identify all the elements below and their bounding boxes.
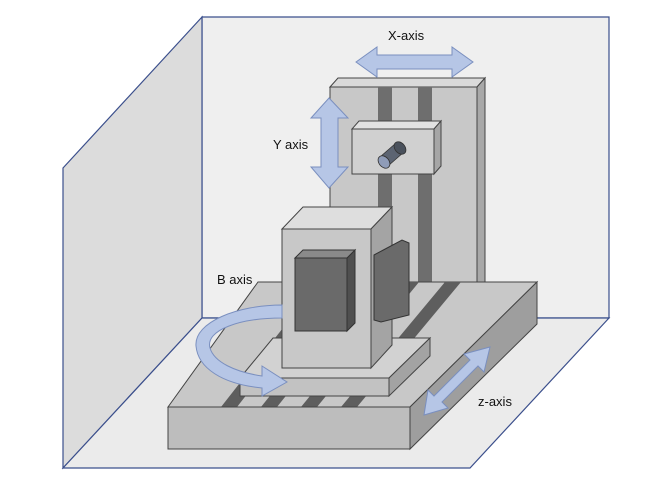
motor-face-side [346, 248, 356, 333]
side-plate [373, 239, 410, 323]
b-axis-label: B axis [217, 272, 253, 287]
motor-face-front [294, 257, 348, 332]
head-front [351, 128, 435, 175]
motor-face-top [293, 249, 357, 259]
y-axis-arrow-icon [309, 97, 350, 189]
column-rail-right [418, 87, 432, 290]
saddle-side [388, 336, 431, 398]
base-front [167, 406, 411, 450]
x-axis-arrow-icon [355, 46, 474, 78]
spindle-head [350, 119, 443, 176]
spindle-icon [377, 141, 407, 169]
head-top [350, 120, 443, 130]
y-axis-label: Y axis [273, 137, 309, 152]
head-side [433, 119, 442, 176]
b-axis-arrow-icon [195, 304, 288, 397]
column-top [328, 77, 487, 88]
workpiece-block [280, 205, 410, 370]
x-axis-label: X-axis [388, 28, 425, 43]
column-side [476, 76, 486, 292]
z-axis-label: z-axis [478, 394, 512, 409]
z-axis-arrow-icon [423, 346, 491, 416]
